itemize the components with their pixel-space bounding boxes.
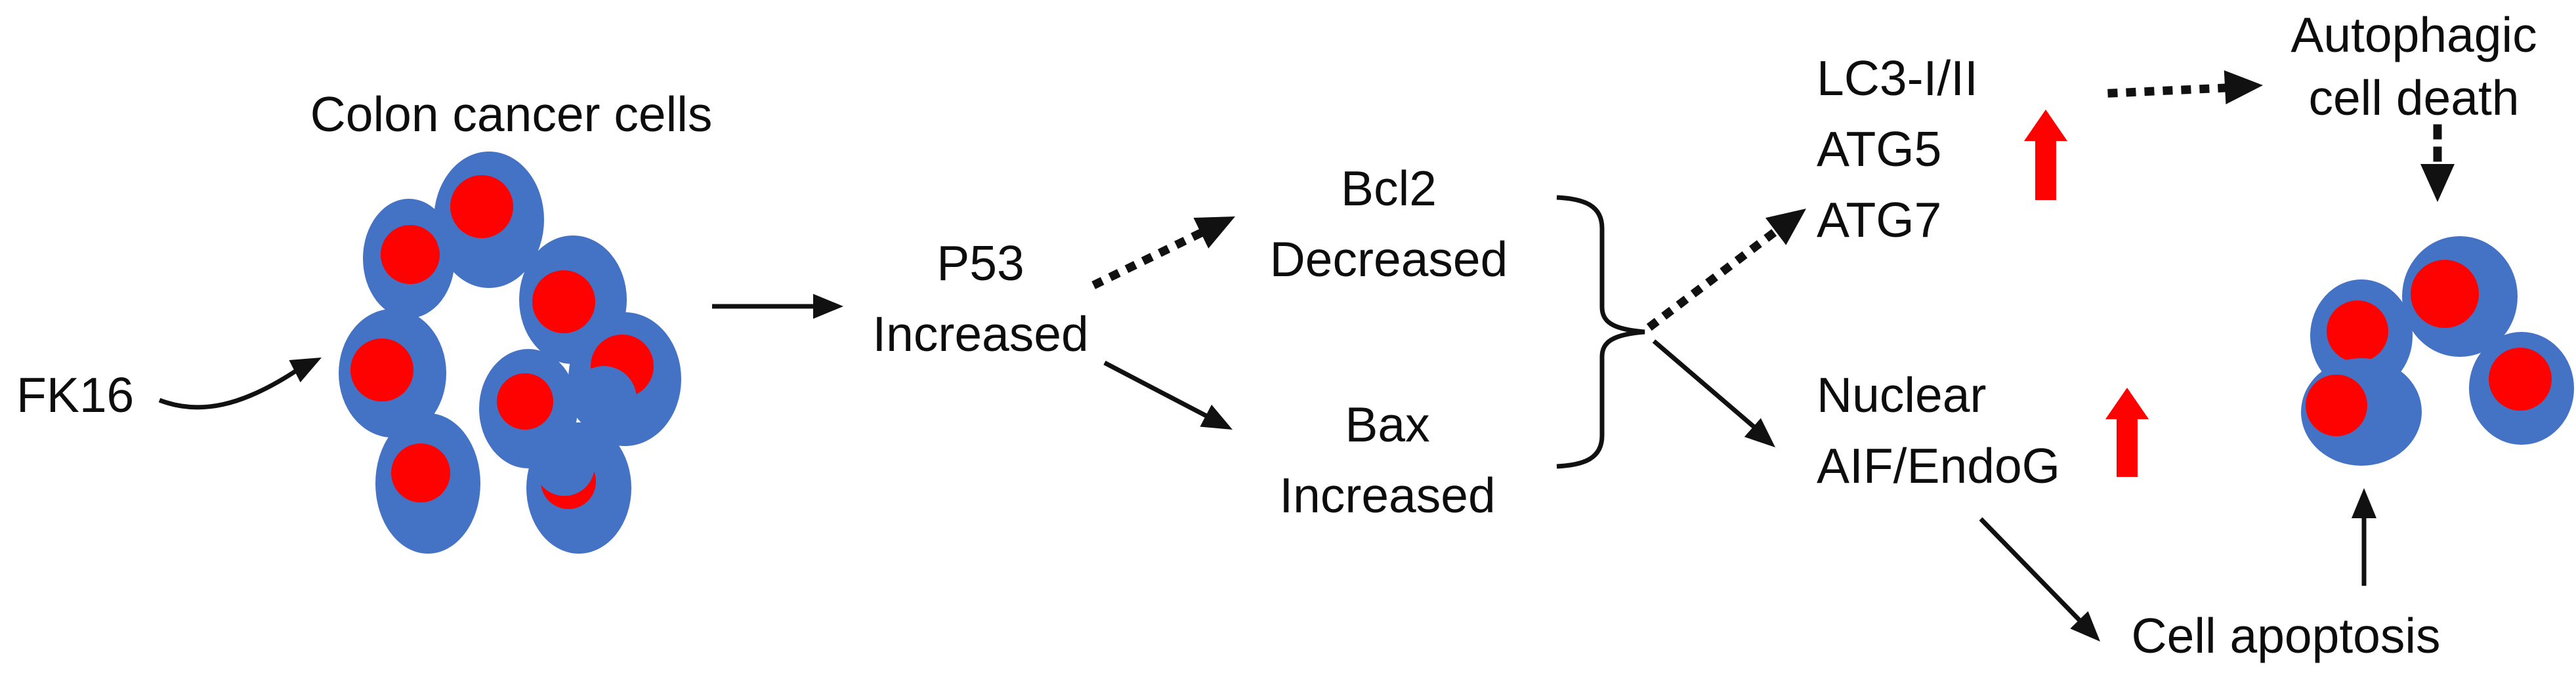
bcl2-line: Decreased [1269,232,1508,287]
arrowhead [1193,216,1235,249]
dotted-arrow-brace-to-autophagy-markers [1646,209,1806,331]
cell-nucleus [450,175,513,238]
bcl2-line: Bcl2 [1341,161,1437,216]
increase-arrow-icon [2105,388,2149,477]
cell-nucleus [391,443,450,502]
increase-arrow-icon [2024,110,2067,200]
cell-nucleus [532,270,595,333]
cell [2469,332,2574,445]
arrow-line [2107,83,2229,98]
right-curly-brace [1556,195,1645,469]
cell [2301,358,2422,466]
arrowhead [813,294,843,319]
arrowhead [2070,611,2100,642]
cell-nucleus [497,373,553,430]
cell-apoptosis-label: Cell apoptosis [2131,608,2441,663]
arrow-line [1979,517,2082,623]
cell-nucleus [381,225,440,284]
cell [2402,236,2518,357]
p53-line: P53 [937,235,1024,291]
apoptosis-markers-label: Nuclear AIF/EndoG [1817,359,2060,501]
apoptosis-marker-line: AIF/EndoG [1817,438,2061,493]
autophagic-death-line: cell death [2308,70,2520,125]
left-cell-cluster [339,152,681,554]
bax-line: Increased [1279,468,1496,523]
p53-line: Increased [872,306,1089,361]
arrowhead [1765,209,1806,245]
arrowhead [2224,70,2263,104]
p53-increased-label: P53 Increased [872,228,1088,369]
cell-nucleus [2306,375,2367,436]
bax-line: Bax [1345,397,1430,452]
arrow-fk16-to-cells [158,358,322,410]
autophagy-marker-line: ATG5 [1817,121,1942,176]
arrow-line [158,369,297,410]
arrow-apoptosis-to-cells [2352,488,2376,586]
arrowhead [1200,404,1233,430]
arrow-line [1103,360,1209,419]
autophagic-cell-death-label: Autophagic cell death [2291,3,2537,129]
autophagy-marker-line: LC3-I/II [1817,51,1978,106]
bax-increased-label: Bax Increased [1279,389,1495,531]
apoptosis-marker-line: Nuclear [1817,367,1987,422]
cell [375,413,480,554]
arrowhead [2420,164,2455,202]
arrow-line [1652,339,1757,430]
arrow-line [1091,227,1207,289]
bcl2-decreased-label: Bcl2 Decreased [1270,153,1508,295]
cell-nucleus [2327,300,2388,362]
cell [363,199,455,318]
arrow-line [1646,225,1782,331]
dotted-arrow-markers-to-autophagic-death [2107,70,2263,104]
dotted-arrow-p53-to-bcl2 [1091,216,1235,289]
arrowhead [2352,488,2376,518]
cell [568,312,681,446]
colon-cancer-cells-label: Colon cancer cells [310,87,713,142]
cell [526,422,631,554]
arrow-p53-to-bax [1103,360,1233,430]
cell [434,152,544,288]
nucleus-bite [571,366,637,432]
cell-nucleus [2411,260,2479,328]
dotted-arrow-death-to-cells [2420,124,2455,202]
nucleus-bite [534,436,595,496]
arrowhead [289,358,322,382]
cell [339,309,446,438]
cell-nucleus [2489,348,2552,411]
autophagy-marker-line: ATG7 [1817,192,1942,247]
arrowhead [1744,418,1775,447]
fk16-label: FK16 [16,367,135,422]
autophagy-markers-label: LC3-I/II ATG5 ATG7 [1817,43,1978,255]
right-cell-cluster [2301,236,2574,466]
cell-nucleus [350,338,413,401]
autophagic-death-line: Autophagic [2291,7,2537,62]
arrow-cells-to-p53 [712,294,843,319]
arrow-aif-to-apoptosis [1979,517,2100,642]
arrow-brace-to-apoptosis-markers [1652,339,1775,447]
